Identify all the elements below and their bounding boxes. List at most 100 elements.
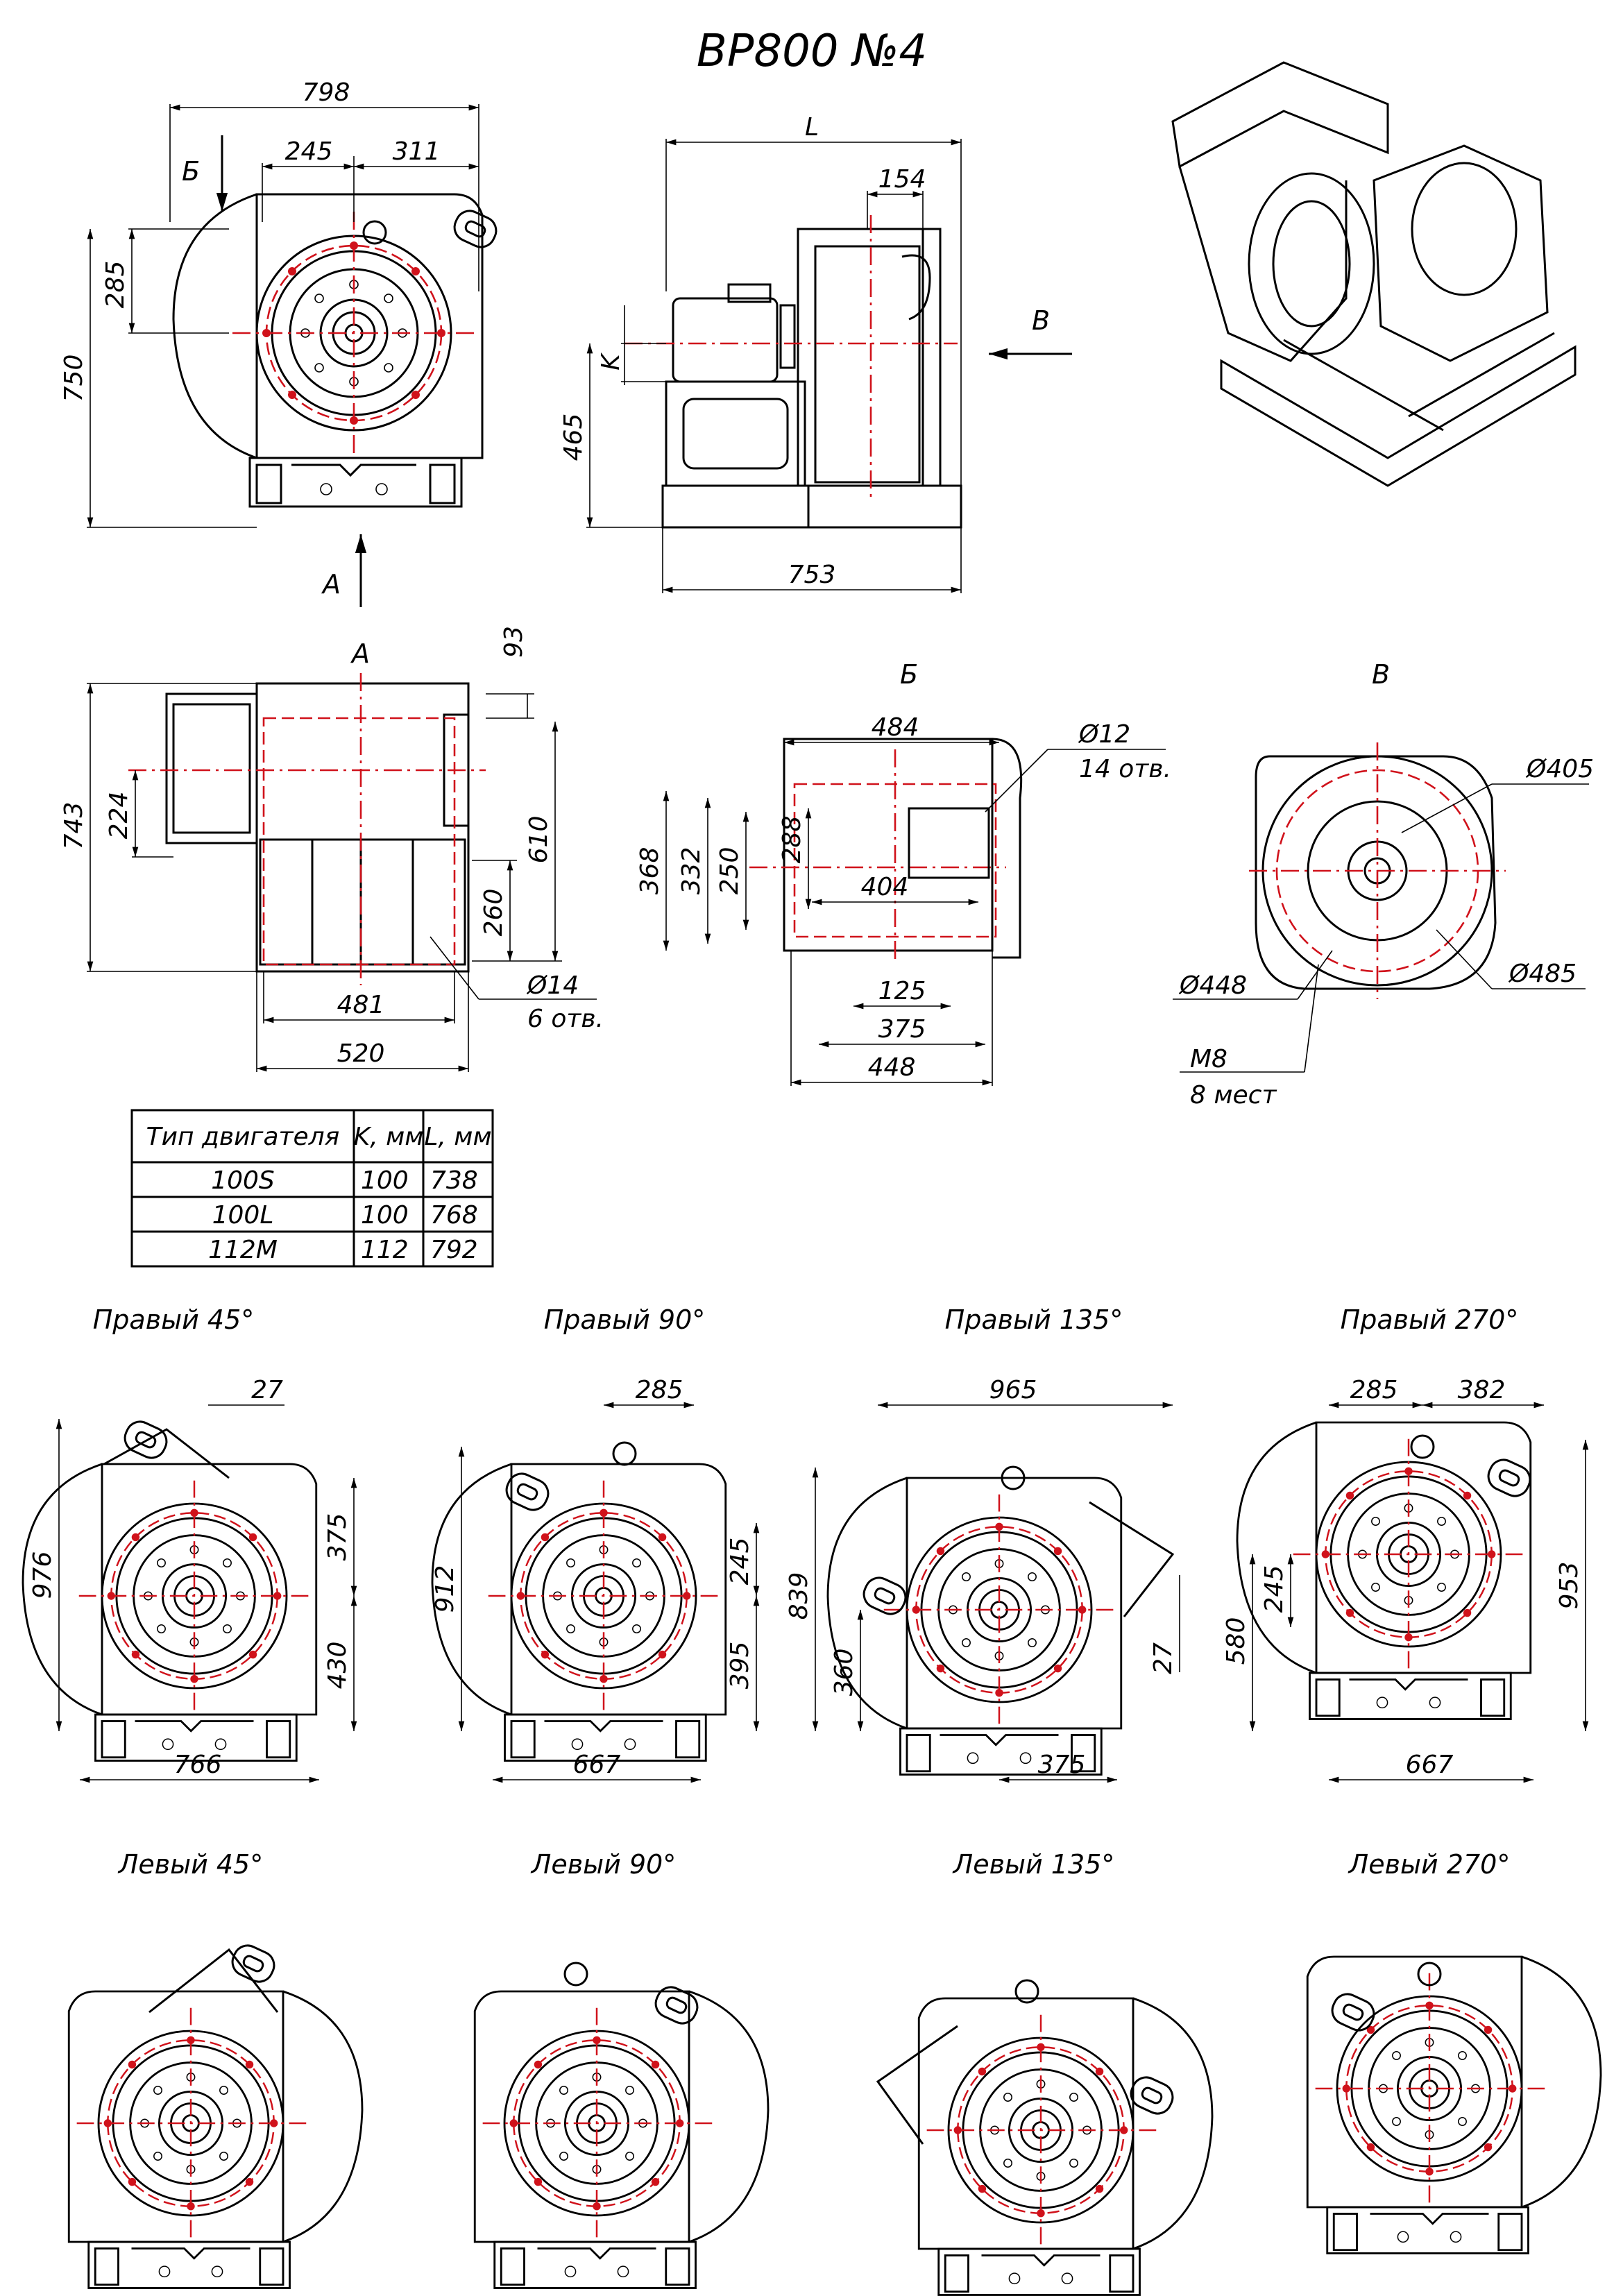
- dim-404: 404: [861, 873, 909, 901]
- dim-743: 743: [60, 802, 88, 850]
- dim-368: 368: [636, 847, 664, 895]
- dim: 667: [1406, 1751, 1454, 1779]
- view-a-hole-count: 6 отв.: [527, 1005, 604, 1033]
- position-label: Левый 45°: [117, 1849, 263, 1880]
- dim: 360: [830, 1649, 858, 1697]
- table-cell: 112: [361, 1236, 409, 1264]
- view-a-dims: 93 743 224 610 260 481 520 Ø14 6 отв.: [60, 626, 604, 1072]
- dim: 976: [28, 1551, 57, 1599]
- arrow-label-a: А: [321, 569, 341, 599]
- view-v: В: [1249, 659, 1506, 999]
- isometric-view: [1171, 61, 1577, 487]
- table-cell: 768: [430, 1201, 478, 1230]
- dim-753: 753: [788, 561, 836, 589]
- dim: 375: [1038, 1751, 1086, 1779]
- dim-245: 245: [285, 137, 333, 166]
- view-v-dia-485: Ø485: [1508, 960, 1577, 988]
- table-cell: 100: [361, 1166, 409, 1195]
- table-cell: 100: [361, 1201, 409, 1230]
- position-label: Левый 90°: [530, 1849, 676, 1880]
- dim-798: 798: [303, 78, 350, 107]
- dim-260: 260: [479, 889, 508, 937]
- position-right-45: Правый 45° 976 375 430 766 27: [22, 1304, 357, 1783]
- dim-465: 465: [559, 414, 588, 461]
- view-v-label: В: [1372, 659, 1390, 690]
- position-left-270: Левый 270°: [1306, 1849, 1602, 2254]
- front-view: [172, 193, 502, 508]
- dim: 667: [573, 1751, 621, 1779]
- table-header-l: L, мм: [424, 1123, 491, 1151]
- dim-484: 484: [872, 713, 919, 742]
- table-cell: 100S: [211, 1166, 275, 1195]
- side-view-dims: L 154 K 465 753 В: [559, 113, 1072, 593]
- view-b-hole-count: 14 отв.: [1079, 755, 1171, 783]
- position-right-270: Правый 270° 285 382 245 580 953 667: [1222, 1304, 1589, 1783]
- position-label: Левый 135°: [952, 1849, 1115, 1880]
- dim: 580: [1222, 1617, 1250, 1665]
- arrow-label-v: В: [1032, 305, 1050, 336]
- dim-93: 93: [500, 626, 528, 658]
- position-right-135: Правый 135° 965 839 360 27 375: [785, 1304, 1180, 1783]
- dim: 27: [1149, 1642, 1178, 1674]
- dim: 375: [323, 1513, 352, 1561]
- dim: 285: [1350, 1376, 1398, 1404]
- dim-125: 125: [878, 977, 926, 1005]
- position-label: Левый 270°: [1348, 1849, 1511, 1880]
- view-a-label: А: [350, 638, 370, 669]
- dim-332: 332: [677, 847, 706, 895]
- dim-250: 250: [715, 847, 744, 895]
- table-cell: 100L: [212, 1201, 274, 1230]
- arrow-label-b: Б: [182, 156, 200, 187]
- position-left-45: Левый 45°: [67, 1849, 364, 2289]
- view-v-dia-448: Ø448: [1178, 971, 1247, 1000]
- dim-610: 610: [525, 816, 553, 864]
- dim-448: 448: [868, 1053, 916, 1082]
- table-cell: 792: [430, 1236, 478, 1264]
- view-b-dims: 484 368 332 250 288 404 125 375 448 Ø12 …: [636, 713, 1171, 1086]
- dim: 965: [989, 1376, 1037, 1404]
- view-v-thread: M8: [1190, 1045, 1227, 1073]
- position-label: Правый 135°: [945, 1304, 1123, 1335]
- dim-154: 154: [878, 165, 926, 194]
- position-label: Правый 90°: [544, 1304, 706, 1335]
- position-label: Правый 270°: [1341, 1304, 1519, 1335]
- front-view-dims: 798 245 311 285 750 Б А: [60, 78, 479, 607]
- position-left-90: Левый 90°: [473, 1849, 770, 2289]
- dim: 395: [726, 1642, 754, 1690]
- table-header-motor: Тип двигателя: [146, 1123, 340, 1151]
- table-cell: 112M: [208, 1236, 278, 1264]
- dim-750: 750: [60, 355, 88, 402]
- dim-224: 224: [105, 792, 133, 840]
- view-b-label: Б: [900, 659, 918, 690]
- position-label: Правый 45°: [93, 1304, 255, 1335]
- view-v-dims: Ø405 Ø448 Ø485 M8 8 мест: [1173, 755, 1594, 1109]
- dim: 766: [174, 1751, 222, 1779]
- view-v-thread-count: 8 мест: [1190, 1081, 1277, 1109]
- motor-table: Тип двигателя K, мм L, мм 100S 100 738 1…: [130, 1109, 494, 1268]
- dim: 953: [1555, 1562, 1583, 1610]
- dim: 245: [1260, 1565, 1289, 1613]
- position-right-90: Правый 90° 285 912 245 395 667: [431, 1304, 760, 1783]
- dim-K: K: [597, 352, 625, 371]
- dim: 912: [431, 1565, 459, 1613]
- dim: 285: [636, 1376, 683, 1404]
- dim: 839: [785, 1572, 813, 1620]
- dim-288: 288: [778, 816, 806, 864]
- table-header-k: K, мм: [354, 1123, 424, 1151]
- dim-520: 520: [337, 1039, 385, 1068]
- dim: 382: [1458, 1376, 1506, 1404]
- position-left-135: Левый 135°: [876, 1849, 1214, 2296]
- table-cell: 738: [430, 1166, 478, 1195]
- drawing-title: ВР800 №4: [697, 26, 927, 77]
- dim-285: 285: [101, 261, 130, 309]
- view-b-hole-diameter: Ø12: [1078, 720, 1130, 749]
- view-b: Б: [749, 659, 1023, 964]
- dim: 27: [251, 1376, 283, 1404]
- view-v-dia-405: Ø405: [1525, 755, 1594, 783]
- dim-375: 375: [878, 1015, 926, 1044]
- side-view: [624, 215, 962, 529]
- dim-L: L: [805, 113, 819, 142]
- view-a: А: [128, 638, 486, 985]
- dim-481: 481: [337, 991, 385, 1019]
